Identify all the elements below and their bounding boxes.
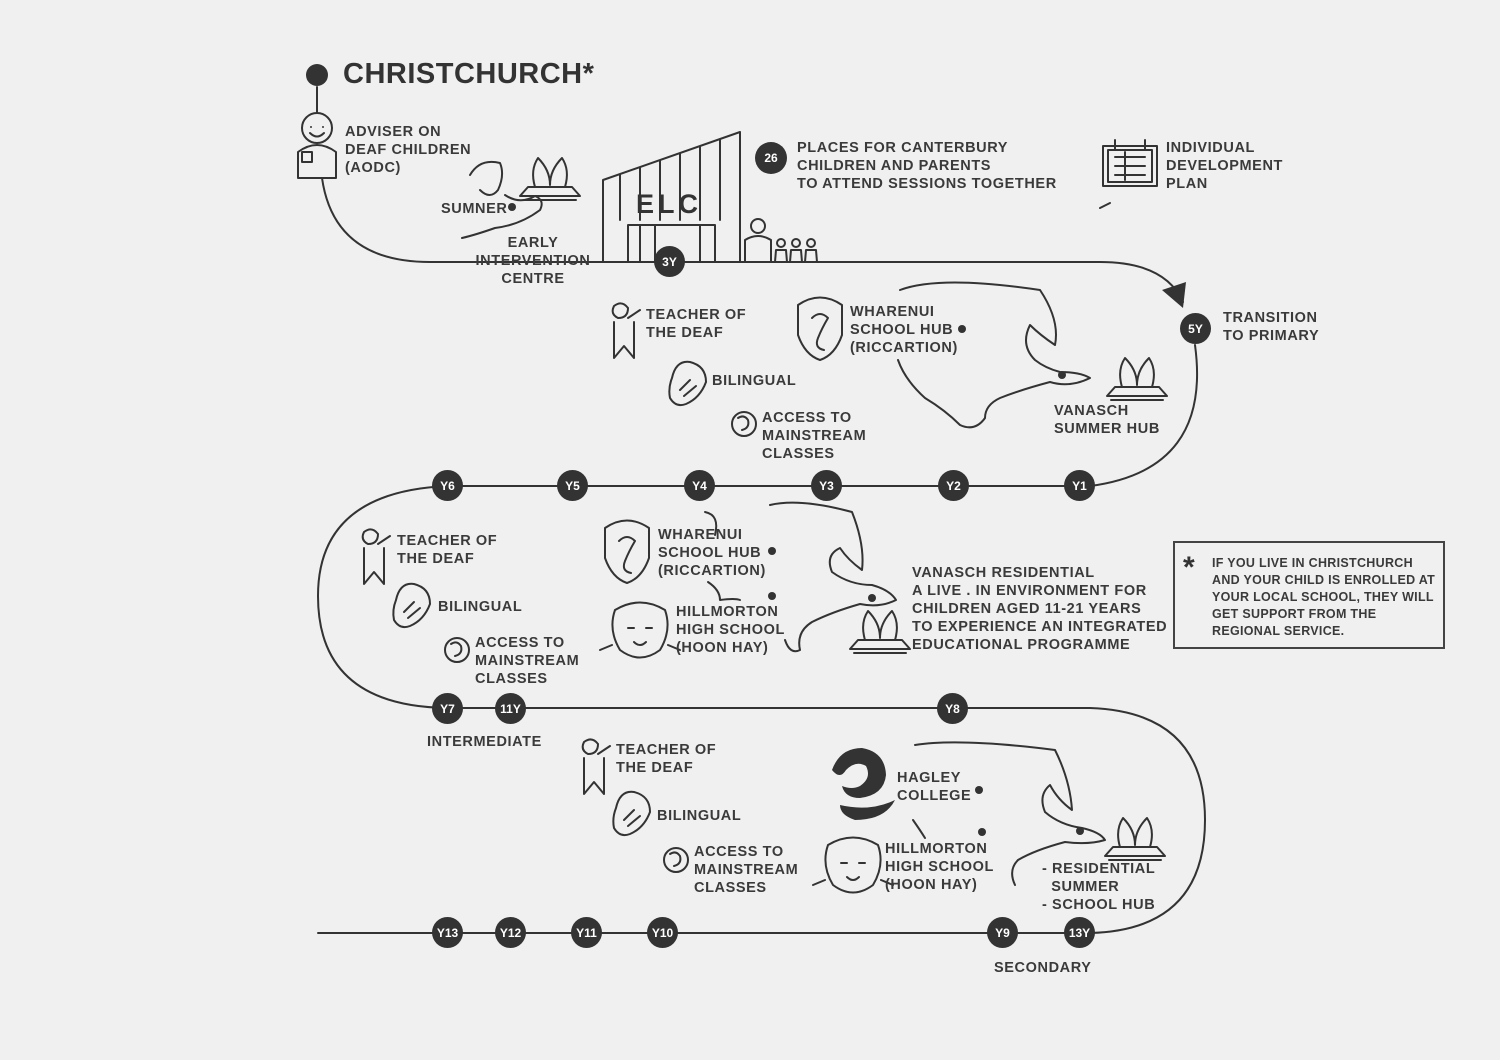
node-y11: Y11 bbox=[571, 917, 602, 948]
node-y13: Y13 bbox=[432, 917, 463, 948]
node-5y: 5Y bbox=[1180, 313, 1211, 344]
hillmorton-label-2: HILLMORTON HIGH SCHOOL (HOON HAY) bbox=[885, 841, 994, 893]
node-y12: Y12 bbox=[495, 917, 526, 948]
elc-stripes bbox=[619, 139, 721, 221]
elc-building bbox=[602, 131, 741, 263]
vanasch-summer-label: VANASCH SUMMER HUB bbox=[1054, 403, 1160, 437]
node-3y: 3Y bbox=[654, 246, 685, 277]
transition-label: TRANSITION TO PRIMARY bbox=[1223, 310, 1320, 344]
access-icon-3 bbox=[663, 847, 689, 873]
access-label-2: ACCESS TO MAINSTREAM CLASSES bbox=[475, 635, 580, 687]
map-outline-2 bbox=[769, 501, 897, 653]
note-text: IF YOU LIVE IN CHRISTCHURCH AND YOUR CHI… bbox=[1212, 556, 1436, 638]
eic-label: EARLY INTERVENTION CENTRE bbox=[475, 235, 591, 287]
wharenui-crest-2 bbox=[604, 519, 650, 584]
aodc-body bbox=[297, 144, 337, 179]
aodc-label: ADVISER ON DEAF CHILDREN (AODC) bbox=[345, 124, 472, 176]
idp-icon-shape bbox=[1102, 139, 1158, 187]
wharenui-label-2: WHARENUI SCHOOL HUB (RICCARTION) bbox=[658, 527, 766, 579]
bilingual-label-3: BILINGUAL bbox=[657, 808, 742, 824]
path-arrow bbox=[1162, 282, 1186, 308]
node-y8: Y8 bbox=[937, 693, 968, 724]
access-label-3: ACCESS TO MAINSTREAM CLASSES bbox=[694, 844, 799, 896]
bilingual-label-1: BILINGUAL bbox=[712, 373, 797, 389]
hands-icon-1 bbox=[668, 360, 707, 407]
node-y2: Y2 bbox=[938, 470, 969, 501]
start-dot bbox=[306, 64, 328, 86]
access-icon-1 bbox=[731, 411, 757, 437]
intermediate-label: INTERMEDIATE bbox=[427, 734, 542, 750]
hands-icon-2 bbox=[392, 582, 431, 629]
note-asterisk: * bbox=[1183, 551, 1195, 584]
teacher-icon-1 bbox=[611, 302, 641, 359]
node-y3: Y3 bbox=[811, 470, 842, 501]
tiger-icon-1 bbox=[599, 601, 681, 659]
tiger-icon-2 bbox=[812, 836, 894, 894]
teacher-icon-3 bbox=[581, 738, 611, 795]
hagley-label: HAGLEY COLLEGE bbox=[897, 770, 972, 804]
idp-icon bbox=[1102, 140, 1158, 188]
idp-label: INDIVIDUAL DEVELOPMENT PLAN bbox=[1166, 140, 1283, 192]
places-count-badge: 26 bbox=[755, 142, 787, 174]
wharenui-label-1: WHARENUI SCHOOL HUB (RICCARTION) bbox=[850, 304, 958, 356]
node-y9: Y9 bbox=[987, 917, 1018, 948]
node-13y: 13Y bbox=[1064, 917, 1095, 948]
hillmorton-label-1: HILLMORTON HIGH SCHOOL (HOON HAY) bbox=[676, 604, 785, 656]
page-title: CHRISTCHURCH* bbox=[343, 58, 595, 90]
bilingual-label-2: BILINGUAL bbox=[438, 599, 523, 615]
node-11y: 11Y bbox=[495, 693, 526, 724]
tod-label-1: TEACHER OF THE DEAF bbox=[646, 307, 747, 341]
node-y10: Y10 bbox=[647, 917, 678, 948]
journey-path-2 bbox=[317, 344, 1206, 934]
map-connector-1 bbox=[704, 511, 718, 536]
vanasch-residential-label: VANASCH RESIDENTIAL A LIVE . IN ENVIRONM… bbox=[912, 565, 1168, 653]
residential-summer-label: - RESIDENTIAL SUMMER - SCHOOL HUB bbox=[1042, 861, 1156, 913]
map-outline-1 bbox=[897, 281, 1091, 429]
hands-icon-3 bbox=[612, 790, 651, 837]
access-icon-2 bbox=[444, 637, 470, 663]
access-label-1: ACCESS TO MAINSTREAM CLASSES bbox=[762, 410, 867, 462]
places-text: PLACES FOR CANTERBURY CHILDREN AND PAREN… bbox=[797, 140, 1057, 192]
note-box: * IF YOU LIVE IN CHRISTCHURCH AND YOUR C… bbox=[1173, 541, 1445, 649]
node-y6: Y6 bbox=[432, 470, 463, 501]
node-y7: Y7 bbox=[432, 693, 463, 724]
node-y4: Y4 bbox=[684, 470, 715, 501]
sumner-label: SUMNER bbox=[441, 201, 508, 217]
map-connector-3 bbox=[912, 819, 926, 839]
elc-label: ELC bbox=[636, 189, 702, 219]
map-connector-2 bbox=[707, 581, 741, 601]
node-y5: Y5 bbox=[557, 470, 588, 501]
journey-path bbox=[316, 86, 1184, 303]
tod-label-2: TEACHER OF THE DEAF bbox=[397, 533, 498, 567]
hagley-swirl-icon bbox=[832, 748, 895, 820]
node-y1: Y1 bbox=[1064, 470, 1095, 501]
vanasch-flower-icons bbox=[519, 157, 1168, 861]
wharenui-crest-1 bbox=[797, 296, 843, 361]
teacher-icon-2 bbox=[361, 528, 391, 585]
tod-label-3: TEACHER OF THE DEAF bbox=[616, 742, 717, 776]
secondary-label: SECONDARY bbox=[994, 960, 1092, 976]
map-outline-3 bbox=[914, 741, 1106, 886]
